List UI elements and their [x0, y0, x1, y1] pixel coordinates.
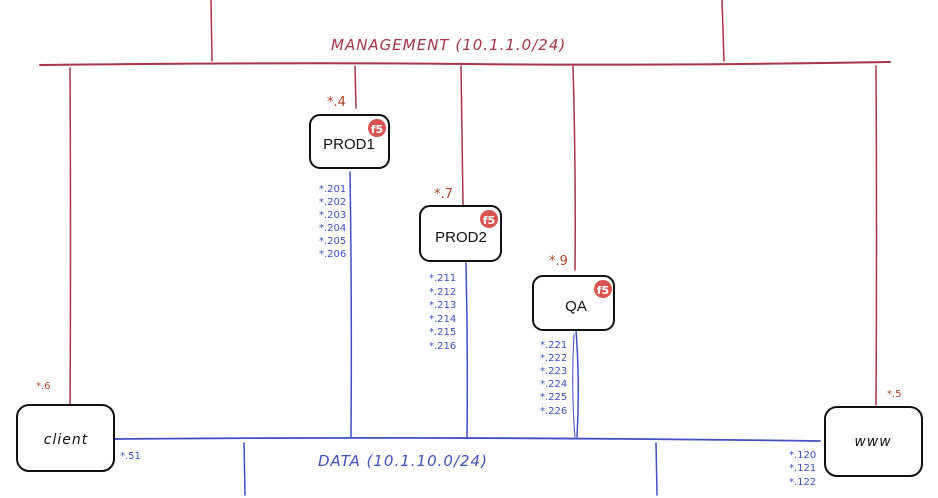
prod1-label: PROD1: [323, 136, 375, 153]
www-label: www: [854, 434, 891, 450]
qa-label: QA: [565, 298, 587, 315]
prod2-mgmt-ip: *.7: [434, 187, 453, 202]
qa-data-ip: *.226: [540, 406, 567, 417]
qa-data-link-2: [572, 333, 576, 438]
www-data-ip: *.121: [789, 463, 816, 474]
data-network-label: DATA (10.1.10.0/24): [318, 452, 488, 470]
management-network-label: MANAGEMENT (10.1.1.0/24): [331, 36, 566, 54]
prod2-data-ip: *.214: [429, 314, 456, 325]
qa-data-ip: *.221: [540, 340, 567, 351]
f5-logo-icon: [368, 119, 386, 137]
management-network: [39, 0, 891, 411]
f5-badge-text: f5: [483, 214, 495, 227]
prod1-data-link: [349, 171, 353, 438]
management-bus-line: [39, 61, 891, 66]
prod2-data-ips: *.211 *.212 *.213 *.214 *.215 *.216: [429, 273, 456, 352]
prod1-data-ip: *.203: [319, 210, 346, 221]
management-uplink-left: [210, 0, 213, 62]
data-network: [111, 171, 821, 496]
prod2-data-ip: *.212: [429, 287, 456, 298]
prod1-data-ip: *.206: [319, 249, 346, 260]
qa-data-ip: *.222: [540, 353, 567, 364]
prod1-data-ip: *.201: [319, 184, 346, 195]
management-uplink-right: [721, 0, 725, 62]
qa-data-ip: *.224: [540, 379, 567, 390]
www-data-ips: *.120 *.121 *.122: [789, 450, 816, 488]
qa-data-ip: *.225: [540, 392, 567, 403]
prod1-mgmt-ip: *.4: [327, 95, 346, 110]
prod2-data-ip: *.216: [429, 341, 456, 352]
client-label: client: [44, 432, 88, 448]
www-data-ip: *.122: [789, 477, 816, 488]
data-downlink-right: [655, 442, 658, 496]
prod1-mgmt-link: [354, 65, 357, 109]
qa-node[interactable]: QA f5: [532, 275, 615, 331]
prod1-data-ip: *.204: [319, 223, 346, 234]
www-node[interactable]: www: [824, 406, 923, 477]
client-mgmt-link: [69, 67, 72, 411]
qa-mgmt-link: [572, 65, 576, 271]
f5-badge-text: f5: [371, 123, 383, 136]
qa-data-ips: *.221 *.222 *.223 *.224 *.225 *.226: [540, 340, 567, 417]
qa-data-ip: *.223: [540, 366, 567, 377]
prod2-mgmt-link: [460, 65, 464, 206]
prod2-label: PROD2: [435, 229, 487, 246]
prod2-node[interactable]: PROD2 f5: [419, 205, 502, 262]
client-mgmt-ip: *.6: [36, 381, 51, 392]
data-bus-line: [111, 436, 821, 442]
prod2-data-ip: *.213: [429, 300, 456, 311]
data-downlink-left: [243, 442, 246, 496]
www-data-ip: *.120: [789, 450, 816, 461]
www-mgmt-link: [875, 65, 878, 406]
prod2-data-ip: *.215: [429, 327, 456, 338]
qa-box[interactable]: [532, 275, 615, 331]
www-box[interactable]: [824, 406, 923, 477]
prod1-data-ip: *.205: [319, 236, 346, 247]
f5-badge-text: f5: [597, 284, 609, 297]
qa-data-link: [575, 329, 580, 438]
qa-mgmt-ip: *.9: [549, 254, 568, 269]
prod1-node[interactable]: PROD1 f5: [309, 114, 390, 169]
f5-logo-icon: [594, 280, 612, 298]
client-box[interactable]: [16, 404, 115, 472]
www-mgmt-ip: *.5: [887, 389, 902, 400]
prod1-data-ip: *.202: [319, 197, 346, 208]
prod2-data-link: [465, 262, 469, 438]
prod2-data-ip: *.211: [429, 273, 456, 284]
f5-logo-icon: [480, 210, 498, 228]
client-node[interactable]: client: [16, 404, 115, 472]
client-data-ip: *.51: [120, 451, 141, 462]
prod1-data-ips: *.201 *.202 *.203 *.204 *.205 *.206: [319, 184, 346, 260]
